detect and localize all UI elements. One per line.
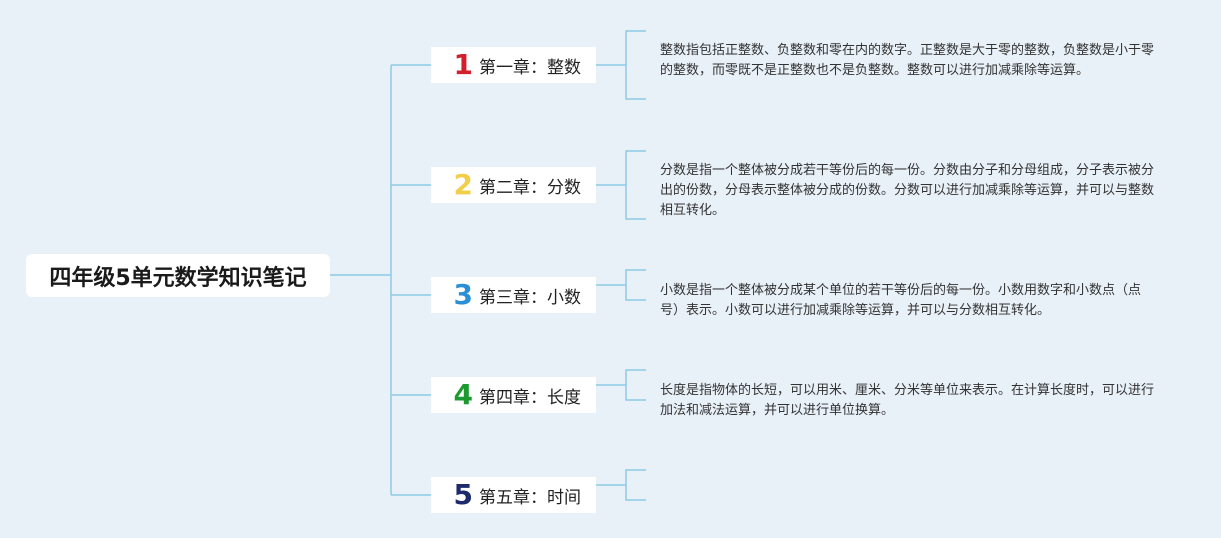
chapter-number-5: 5: [453, 478, 473, 511]
chapter-title-2: 第二章：分数: [479, 177, 581, 198]
chapter-node-2[interactable]: 2 第二章：分数: [431, 167, 596, 203]
leaf-connector-1: [596, 30, 646, 100]
chapter-node-1[interactable]: 1 第一章：整数: [431, 47, 596, 83]
root-title: 四年级5单元数学知识笔记: [49, 265, 307, 291]
chapter-description-3: 小数是指一个整体被分成某个单位的若干等份后的每一份。小数用数字和小数点（点号）表…: [660, 283, 1142, 318]
chapter-node-4[interactable]: 4 第四章：长度: [431, 377, 596, 413]
chapter-node-3[interactable]: 3 第三章：小数: [431, 277, 596, 313]
chapter-description-1: 整数指包括正整数、负整数和零在内的数字。正整数是大于零的整数，负整数是小于零的整…: [660, 43, 1155, 78]
chapter-title-3: 第三章：小数: [479, 287, 581, 308]
chapter-title-5: 第五章：时间: [479, 487, 581, 508]
chapter-description-2: 分数是指一个整体被分成若干等份后的每一份。分数由分子和分母组成，分子表示被分出的…: [660, 163, 1155, 218]
root-node[interactable]: 四年级5单元数学知识笔记: [26, 254, 330, 297]
chapter-number-1: 1: [453, 48, 473, 81]
leaf-connector-2: [596, 150, 646, 220]
chapter-number-4: 4: [453, 378, 473, 411]
leaf-connector-4: [596, 369, 646, 401]
leaf-connector-3: [596, 269, 646, 301]
chapter-title-4: 第四章：长度: [479, 387, 581, 408]
chapter-description-4: 长度是指物体的长短，可以用米、厘米、分米等单位来表示。在计算长度时，可以进行加法…: [660, 383, 1155, 418]
chapter-node-5[interactable]: 5 第五章：时间: [431, 477, 596, 513]
chapter-number-2: 2: [453, 168, 473, 201]
leaf-connector-5: [596, 469, 646, 501]
chapter-number-3: 3: [453, 278, 473, 311]
chapter-title-1: 第一章：整数: [479, 57, 581, 78]
